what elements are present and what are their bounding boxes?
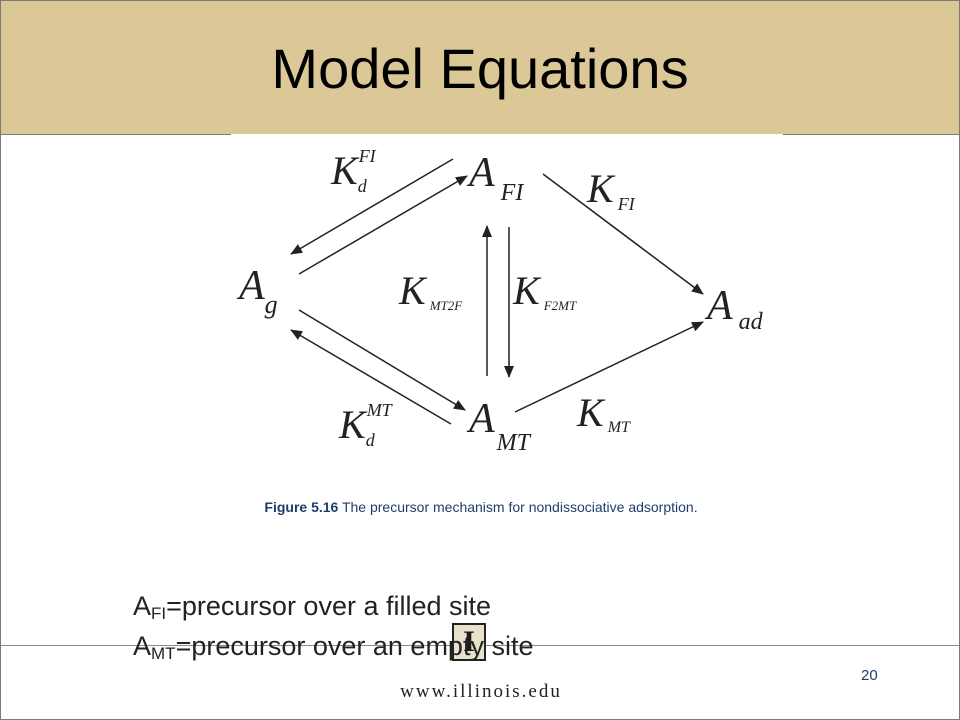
arrow-afi-to-aad: [542, 173, 704, 295]
title-bar: Model Equations: [1, 1, 959, 135]
figure-caption: Figure 5.16 The precursor mechanism for …: [1, 499, 959, 515]
illinois-logo: I: [452, 623, 486, 661]
rate-kd-mt: KdMT: [338, 400, 394, 450]
node-amt: AMT: [466, 396, 532, 456]
figure-caption-text: The precursor mechanism for nondissociat…: [341, 499, 698, 515]
arrow-ag-to-amt: [298, 309, 466, 411]
arrow-ag-to-afi: [298, 175, 468, 275]
figure-label: Figure 5.16: [264, 499, 339, 515]
arrow-amt-to-aad: [514, 321, 704, 413]
footer-url: www.illinois.edu: [400, 681, 562, 702]
definition-amt: AMT=precursor over an empty site: [133, 631, 534, 663]
slide-title: Model Equations: [271, 37, 689, 100]
rate-kd-fi: KdFI: [330, 146, 377, 196]
illinois-logo-letter: I: [463, 625, 475, 658]
page-number: 20: [861, 667, 878, 684]
arrow-amt-to-ag: [290, 329, 452, 425]
node-ag: Ag: [236, 263, 278, 319]
arrow-afi-to-ag: [290, 158, 454, 255]
definition-afi: AFI=precursor over a filled site: [133, 591, 492, 623]
